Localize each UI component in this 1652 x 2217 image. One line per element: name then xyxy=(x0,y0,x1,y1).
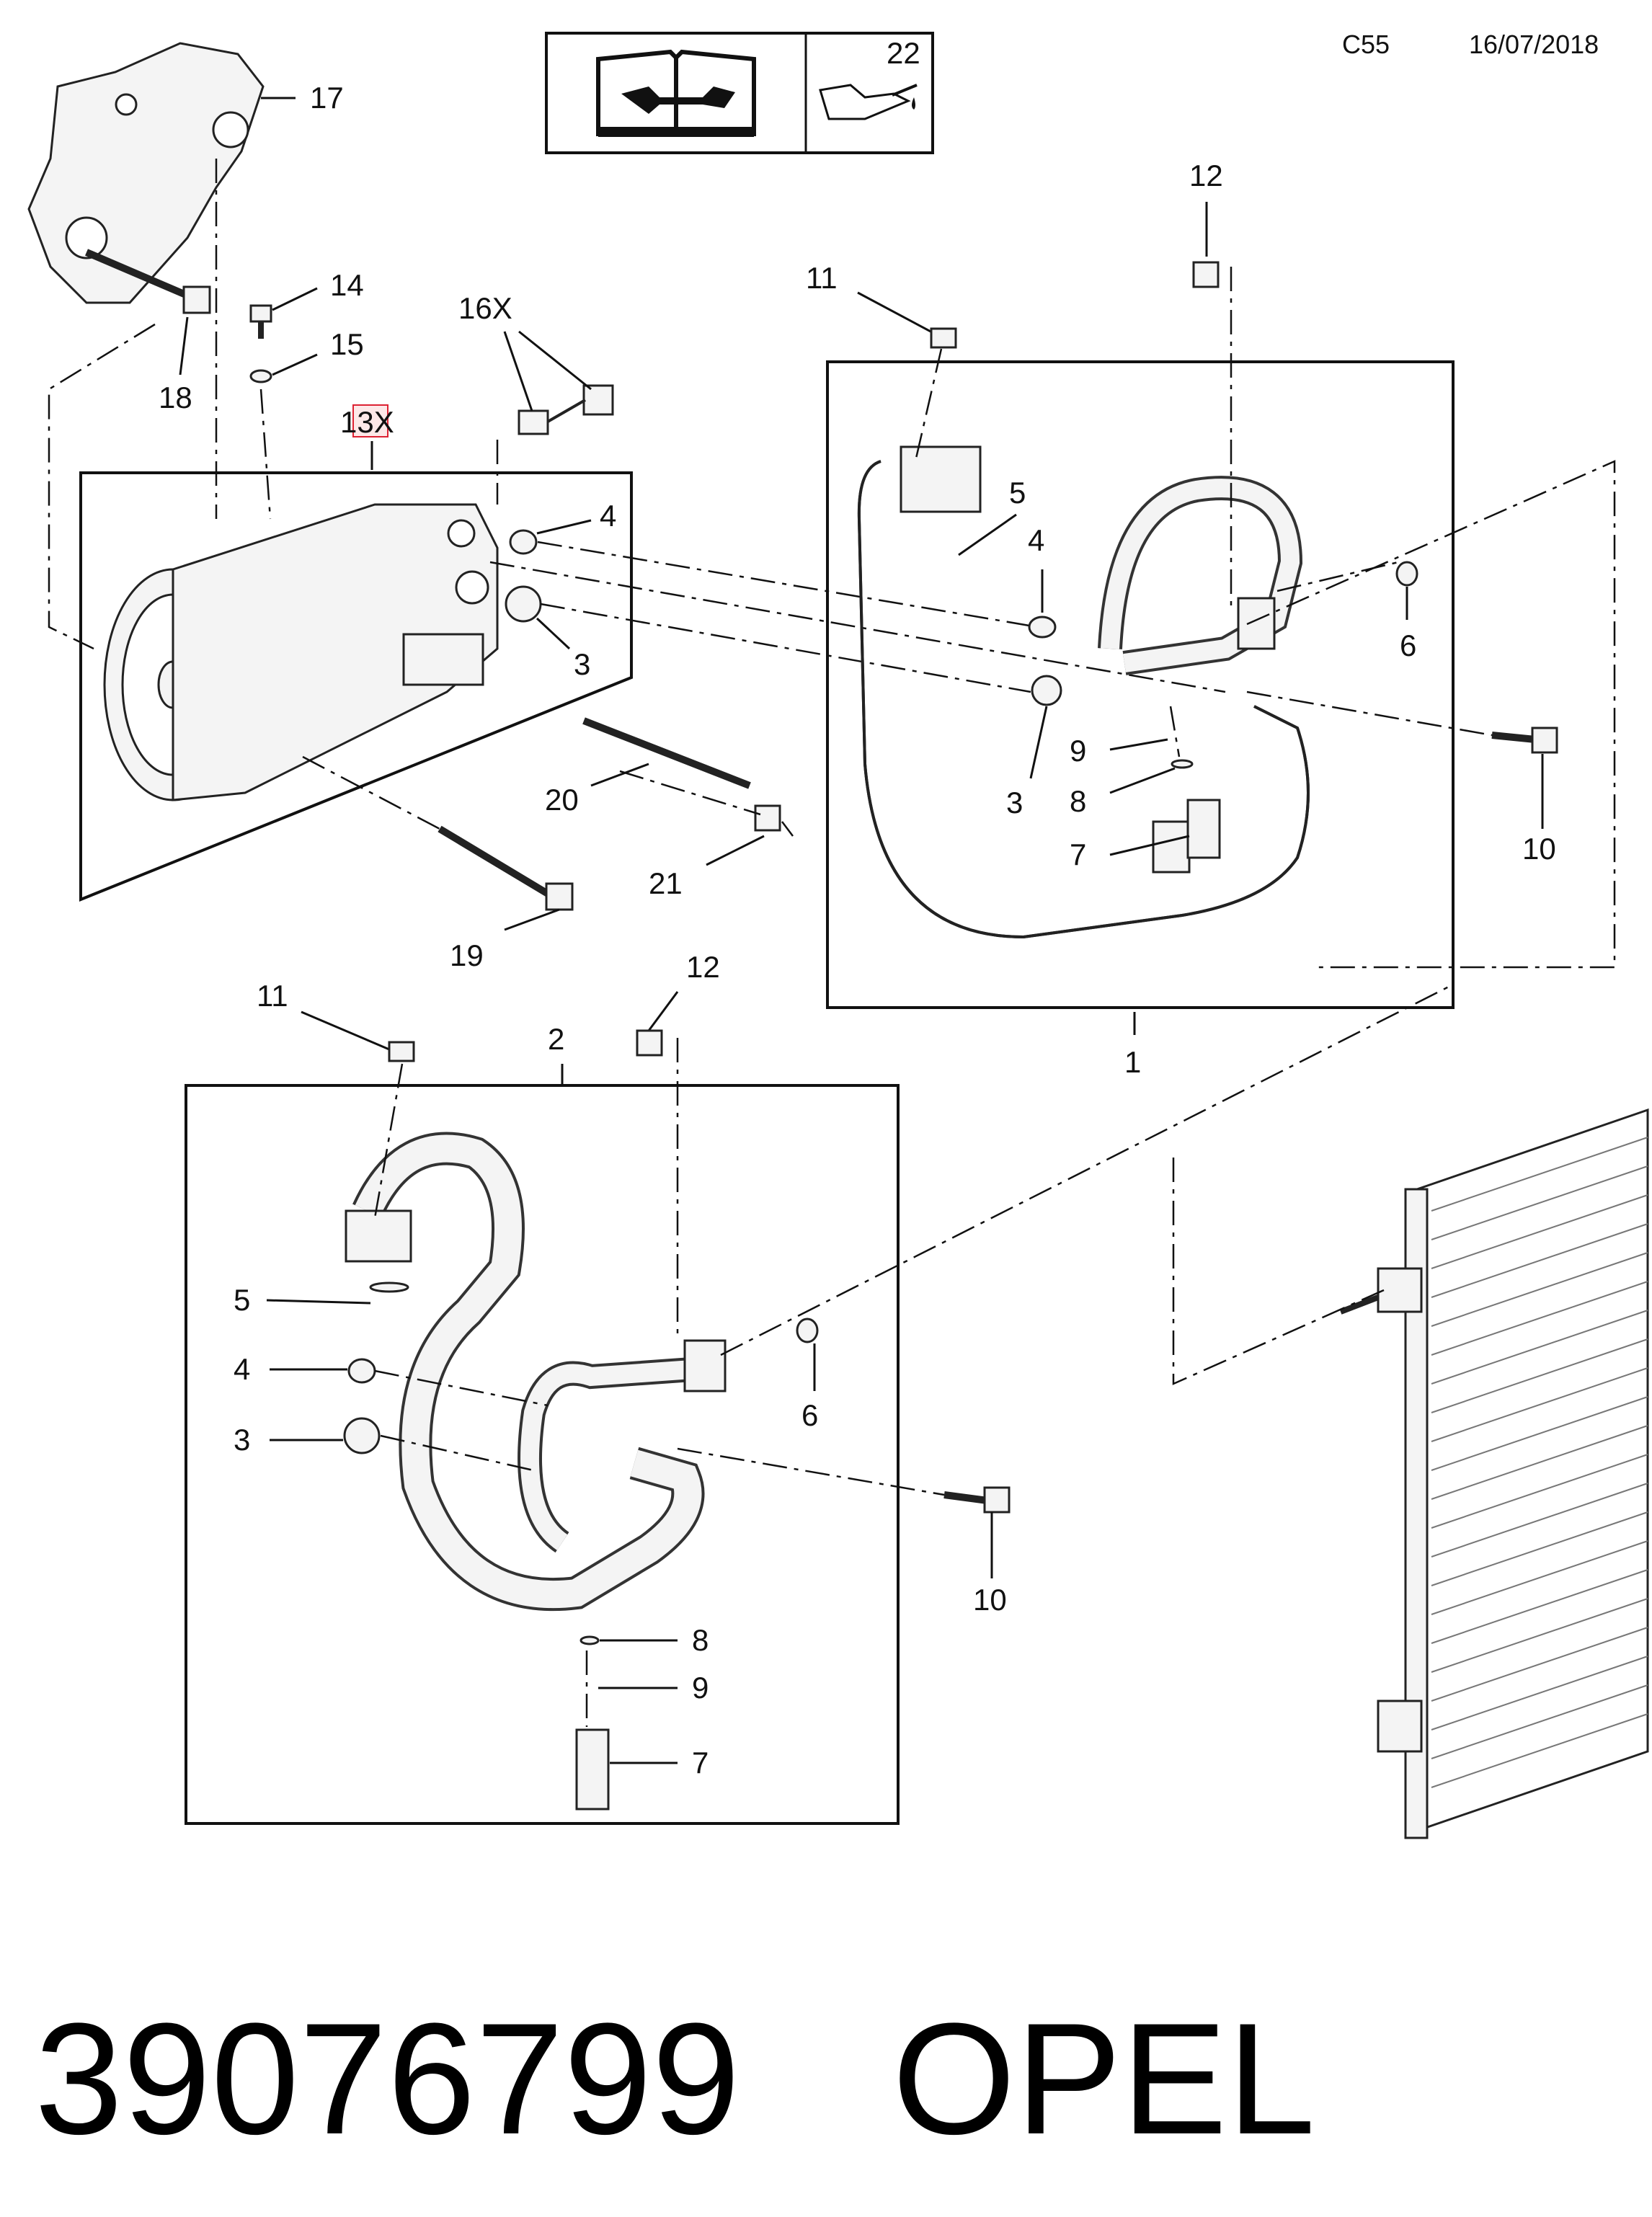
oring-3-compressor xyxy=(505,585,542,623)
callout-7-hose1: 7 xyxy=(1070,838,1086,871)
callout-11-hose2: 11 xyxy=(257,979,288,1013)
nut-21 xyxy=(754,804,781,832)
callout-20: 20 xyxy=(545,783,579,817)
compressor-group-box xyxy=(79,471,633,902)
nut-12-hose2 xyxy=(636,1029,663,1057)
callout-17: 17 xyxy=(310,81,344,115)
callout-4-hose2: 4 xyxy=(234,1352,250,1386)
bolt-19 xyxy=(438,825,574,911)
callout-1: 1 xyxy=(1124,1045,1141,1079)
hose-assembly-2 xyxy=(345,1132,727,1811)
repair-manual-icon xyxy=(596,49,756,137)
callout-5-hose2: 5 xyxy=(234,1283,250,1317)
oring-3-hose2 xyxy=(343,1417,381,1454)
callout-16x: 16X xyxy=(458,291,512,325)
nut-12-hose1 xyxy=(1192,261,1220,288)
oring-4-compressor xyxy=(509,529,538,555)
callout-3-compressor: 3 xyxy=(574,647,590,681)
bolt-14 xyxy=(249,304,272,339)
bolt-18 xyxy=(85,249,211,314)
highlight-13x xyxy=(352,404,388,437)
callout-12-hose1: 12 xyxy=(1189,159,1223,192)
oring-6-hose1 xyxy=(1395,561,1418,587)
callout-9-hose2: 9 xyxy=(692,1671,709,1705)
bolt-10-hose2 xyxy=(943,1486,1011,1514)
callout-21: 21 xyxy=(649,866,683,900)
icon-box xyxy=(545,32,934,154)
callout-12-hose2: 12 xyxy=(686,950,720,984)
oil-can-icon xyxy=(819,84,918,120)
bolt-10-hose1 xyxy=(1491,727,1558,754)
callout-18: 18 xyxy=(159,381,192,414)
callout-15: 15 xyxy=(330,327,364,361)
header: 22 C55 16/07/2018 xyxy=(545,30,1599,154)
brand-name: OPEL xyxy=(892,1990,1315,2167)
oring-8-hose2 xyxy=(579,1635,600,1645)
sheet-code: C55 xyxy=(1342,30,1390,59)
hose-assembly-1-box xyxy=(826,360,1455,1009)
icon-box-label: 22 xyxy=(887,36,920,70)
callout-14: 14 xyxy=(330,268,364,302)
condenser xyxy=(1339,1108,1649,1839)
compressor-bracket xyxy=(27,42,265,304)
hose-assembly-1 xyxy=(857,445,1310,939)
callout-3-hose1: 3 xyxy=(1006,786,1023,819)
callout-6-hose2: 6 xyxy=(801,1398,818,1432)
stud-20 xyxy=(582,717,751,789)
oring-6-hose2 xyxy=(796,1318,819,1343)
washer-15 xyxy=(249,369,272,383)
callout-11-hose1: 11 xyxy=(806,261,838,295)
callout-3-hose2: 3 xyxy=(234,1423,250,1457)
callout-8-hose1: 8 xyxy=(1070,784,1086,818)
oring-8-hose1 xyxy=(1171,759,1194,769)
sheet-date: 16/07/2018 xyxy=(1469,30,1599,59)
callout-10-hose2: 10 xyxy=(973,1583,1007,1617)
sensor-16x xyxy=(518,384,614,435)
callout-9-hose1: 9 xyxy=(1070,734,1086,768)
callout-13x: 13X xyxy=(340,405,394,439)
ac-compressor xyxy=(103,503,499,801)
bolt-11-hose1 xyxy=(930,327,957,349)
callout-5-hose1: 5 xyxy=(1009,476,1026,510)
callout-4-compressor: 4 xyxy=(600,499,616,533)
oring-4-hose1 xyxy=(1028,616,1057,639)
oring-3-hose1 xyxy=(1031,675,1062,706)
callout-4-hose1: 4 xyxy=(1028,523,1044,557)
oring-4-hose2 xyxy=(347,1358,376,1384)
sensor-7-hose1 xyxy=(1186,799,1221,859)
callout-7-hose2: 7 xyxy=(692,1746,709,1780)
callout-19: 19 xyxy=(450,938,484,972)
callout-6-hose1: 6 xyxy=(1400,628,1416,662)
callout-10-hose1: 10 xyxy=(1522,832,1556,866)
callout-8-hose2: 8 xyxy=(692,1623,709,1657)
hose-assembly-2-box xyxy=(185,1084,900,1825)
part-number: 39076799 xyxy=(35,1990,740,2167)
callout-2: 2 xyxy=(548,1022,564,1056)
bolt-11-hose2 xyxy=(388,1041,415,1062)
oring-5-hose2 xyxy=(369,1281,409,1293)
